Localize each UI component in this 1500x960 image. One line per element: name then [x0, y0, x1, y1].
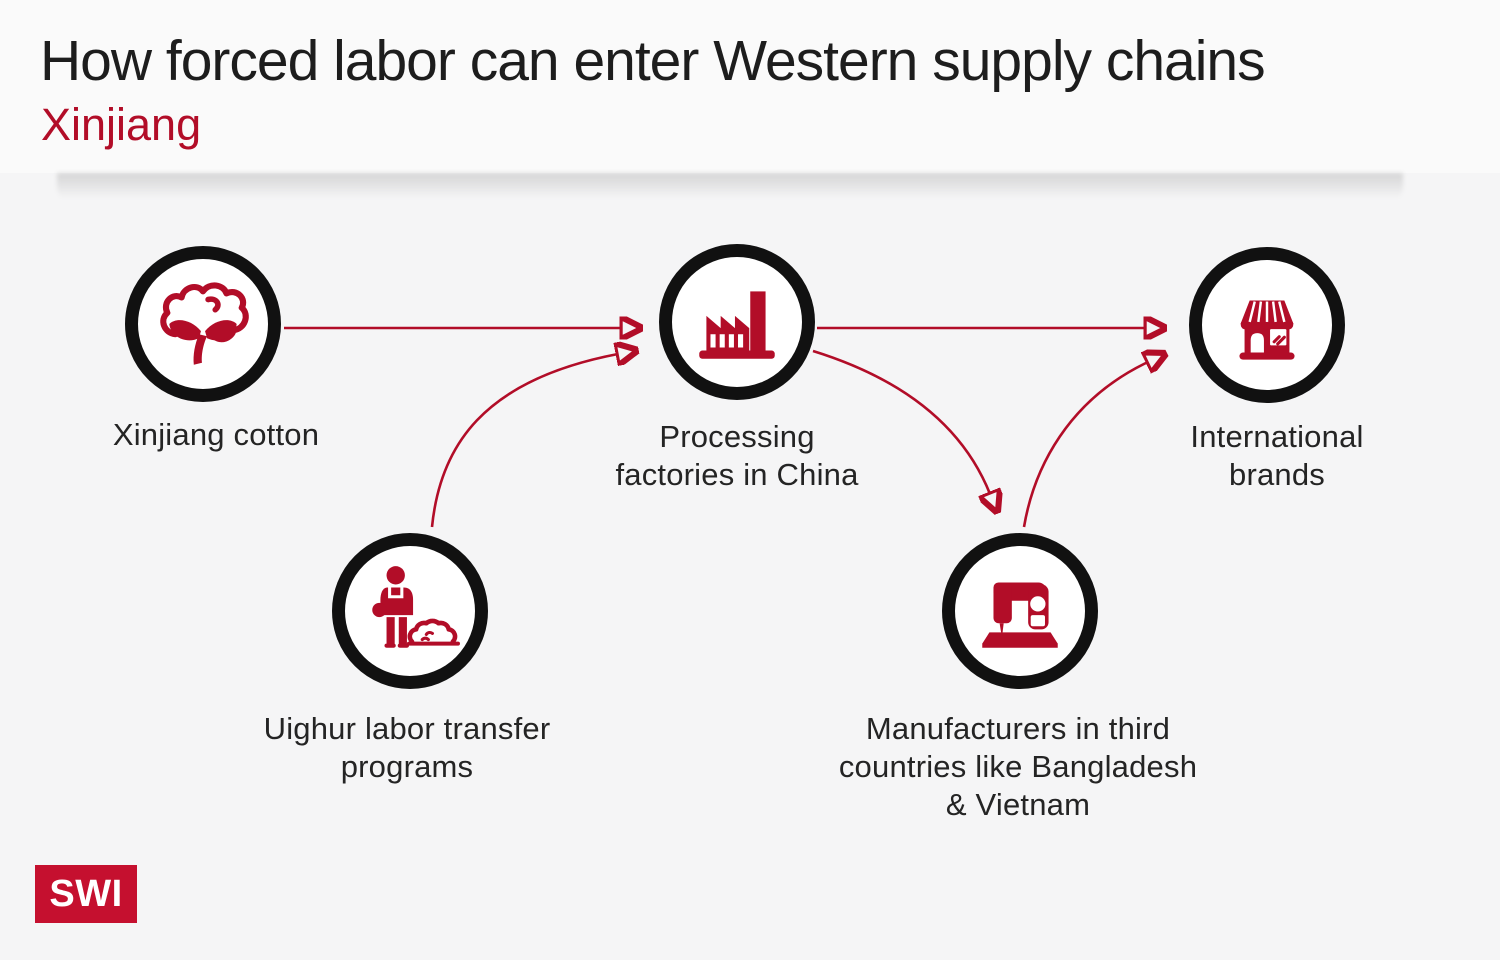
node-manufacturers [942, 533, 1098, 689]
label-international-brands: International brands [1190, 419, 1364, 492]
arrow-factory-to-manufacturers [812, 349, 990, 494]
sewing-machine-icon [969, 560, 1071, 662]
swi-logo: SWI [35, 865, 137, 923]
header: How forced labor can enter Western suppl… [0, 0, 1500, 173]
node-uighur-labor [332, 533, 488, 689]
node-processing-factories [659, 244, 815, 400]
arrow-manufacturers-to-brands [1022, 362, 1148, 528]
node-xinjiang-cotton [125, 246, 281, 402]
node-international-brands [1189, 247, 1345, 403]
label-manufacturers: Manufacturers in third countries like Ba… [838, 711, 1198, 822]
factory-icon [686, 271, 788, 373]
swi-logo-text: SWI [49, 872, 123, 915]
page-title: How forced labor can enter Western suppl… [40, 29, 1266, 93]
label-processing-factories: Processing factories in China [615, 419, 859, 492]
label-xinjiang-cotton: Xinjiang cotton [112, 417, 320, 452]
cotton-boll-icon [152, 273, 254, 375]
storefront-icon [1216, 274, 1318, 376]
farmer-with-cotton-icon [359, 560, 461, 662]
page-subtitle: Xinjiang [41, 99, 202, 150]
label-uighur-labor: Uighur labor transfer programs [263, 711, 551, 784]
arrow-labor-to-factory [430, 354, 618, 528]
